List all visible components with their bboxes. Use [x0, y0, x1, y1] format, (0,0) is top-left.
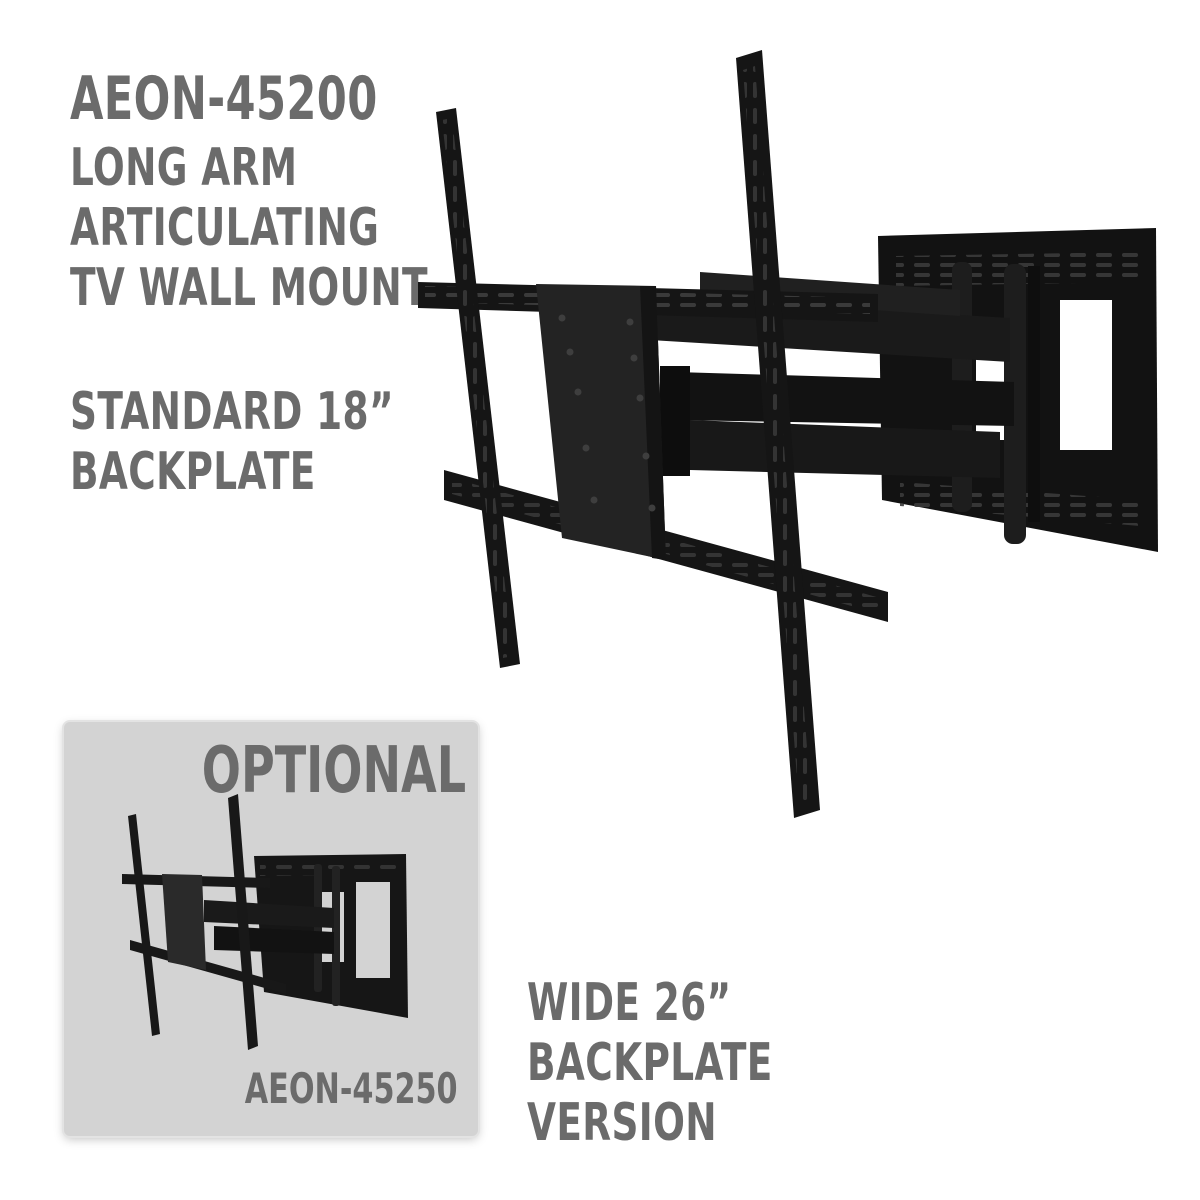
standard-backplate-label: STANDARD 18” BACKPLATE	[70, 382, 394, 502]
wide-backplate-line: VERSION	[527, 1093, 717, 1153]
wide-backplate-label: WIDE 26” BACKPLATE VERSION	[527, 973, 773, 1153]
optional-mount-image	[122, 794, 408, 1050]
product-description-line: ARTICULATING	[70, 198, 380, 258]
product-model-title: AEON-45200	[70, 64, 378, 134]
optional-model-label: AEON-45250	[245, 1064, 458, 1113]
product-description-line: TV WALL MOUNT	[70, 258, 428, 318]
wide-backplate-line: WIDE 26”	[527, 973, 732, 1033]
standard-backplate-line: STANDARD 18”	[70, 382, 394, 442]
standard-backplate-line: BACKPLATE	[70, 442, 316, 502]
optional-title: OPTIONAL	[201, 734, 466, 808]
wide-backplate-line: BACKPLATE	[527, 1033, 773, 1093]
product-description-line: LONG ARM	[70, 138, 298, 198]
product-description: LONG ARM ARTICULATING TV WALL MOUNT	[70, 138, 428, 318]
optional-version-panel: OPTIONAL AEON-45250	[64, 722, 478, 1136]
